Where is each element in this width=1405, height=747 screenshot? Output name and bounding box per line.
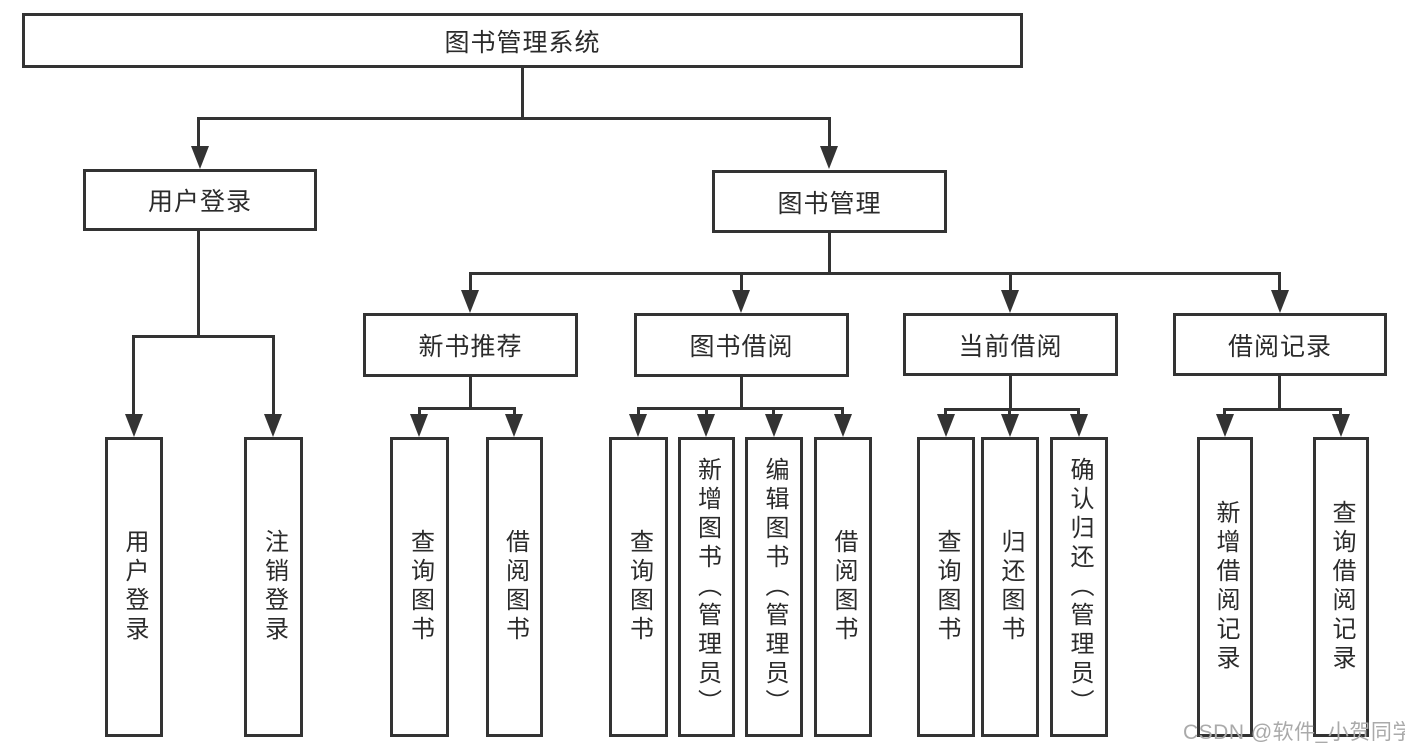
connector-line [418,407,421,416]
connector-line [521,68,524,120]
connector-arrow [629,414,647,437]
leaf-rec-borrow-book-label: 借阅图书 [501,529,529,645]
node-borrow-record: 借阅记录 [1173,313,1387,376]
connector-line [637,407,640,416]
connector-line [944,408,947,416]
leaf-br-query-record-label: 查询借阅记录 [1328,500,1355,674]
connector-line [828,117,831,148]
connector-arrow [697,414,715,437]
leaf-bb-borrow-book-label: 借阅图书 [830,529,857,645]
connector-line [1077,408,1080,416]
leaf-cb-query-book: 查询图书 [917,437,975,737]
node-book-borrow-label: 图书借阅 [689,333,794,361]
leaf-br-add-record-label: 新增借阅记录 [1212,500,1239,674]
connector-line [1223,408,1226,416]
connector-arrow [937,414,955,437]
leaf-cb-confirm-return: 确认归还（管理员） [1050,437,1108,737]
leaf-cb-return-book-label: 归还图书 [997,529,1024,645]
connector-line [197,231,200,338]
connector-arrow [1271,290,1289,313]
connector-arrow [125,414,143,437]
connector-arrow [410,414,428,437]
leaf-br-add-record: 新增借阅记录 [1197,437,1253,737]
connector-arrow [820,146,838,169]
connector-line [637,407,844,410]
connector-line [841,407,844,416]
node-current-borrow-label: 当前借阅 [958,332,1063,361]
connector-line [418,407,516,410]
connector-arrow [191,146,209,169]
connector-arrow [264,414,282,437]
connector-line [740,377,743,410]
connector-arrow [834,414,852,437]
connector-line [272,335,275,416]
connector-line [1009,272,1012,292]
connector-line [740,272,743,292]
connector-arrow [765,414,783,437]
connector-arrow [1001,414,1019,437]
leaf-rec-query-book-label: 查询图书 [406,529,434,645]
connector-arrow [1216,414,1234,437]
connector-line [1278,272,1281,292]
node-new-book-rec-label: 新书推荐 [418,333,523,361]
connector-line [828,233,831,275]
node-user-login-label: 用户登录 [147,188,252,216]
leaf-user-login: 用户登录 [105,437,163,737]
node-borrow-record-label: 借阅记录 [1227,332,1332,361]
node-new-book-rec: 新书推荐 [363,313,578,377]
leaf-bb-edit-book-label: 编辑图书（管理员） [761,456,788,718]
connector-line [469,272,1281,275]
leaf-logout: 注销登录 [244,437,303,737]
connector-line [772,407,775,416]
connector-line [469,377,472,410]
node-root: 图书管理系统 [22,13,1023,68]
connector-line [197,117,200,148]
leaf-br-query-record: 查询借阅记录 [1313,437,1369,737]
node-root-label: 图书管理系统 [444,28,601,57]
leaf-rec-query-book: 查询图书 [390,437,449,737]
leaf-user-login-label: 用户登录 [121,529,148,645]
connector-line [197,117,831,120]
leaf-cb-return-book: 归还图书 [981,437,1039,737]
connector-line [469,272,472,292]
node-current-borrow: 当前借阅 [903,313,1118,376]
connector-line [944,408,1080,411]
connector-arrow [461,290,479,313]
connector-line [1339,408,1342,416]
connector-arrow [1001,290,1019,313]
connector-line [1223,408,1342,411]
leaf-bb-query-book: 查询图书 [609,437,668,737]
connector-line [132,335,275,338]
node-book-mgmt: 图书管理 [712,170,947,233]
connector-arrow [505,414,523,437]
node-user-login: 用户登录 [83,169,317,231]
leaf-bb-add-book: 新增图书（管理员） [678,437,735,737]
connector-line [705,407,708,416]
csdn-watermark: CSDN @软件_小贺同学 [1183,721,1405,744]
leaf-logout-label: 注销登录 [260,529,288,645]
leaf-bb-query-book-label: 查询图书 [625,529,653,645]
connector-line [1278,376,1281,411]
connector-arrow [732,290,750,313]
leaf-bb-add-book-label: 新增图书（管理员） [693,456,721,718]
leaf-cb-query-book-label: 查询图书 [933,529,960,645]
leaf-bb-borrow-book: 借阅图书 [814,437,872,737]
connector-arrow [1332,414,1350,437]
leaf-cb-confirm-return-label: 确认归还（管理员） [1066,456,1093,718]
connector-line [1008,408,1011,416]
node-book-borrow: 图书借阅 [634,313,849,377]
connector-line [1009,376,1012,411]
connector-line [513,407,516,416]
leaf-bb-edit-book: 编辑图书（管理员） [745,437,803,737]
connector-arrow [1070,414,1088,437]
connector-line [132,335,135,416]
leaf-rec-borrow-book: 借阅图书 [486,437,543,737]
node-book-mgmt-label: 图书管理 [777,189,882,218]
